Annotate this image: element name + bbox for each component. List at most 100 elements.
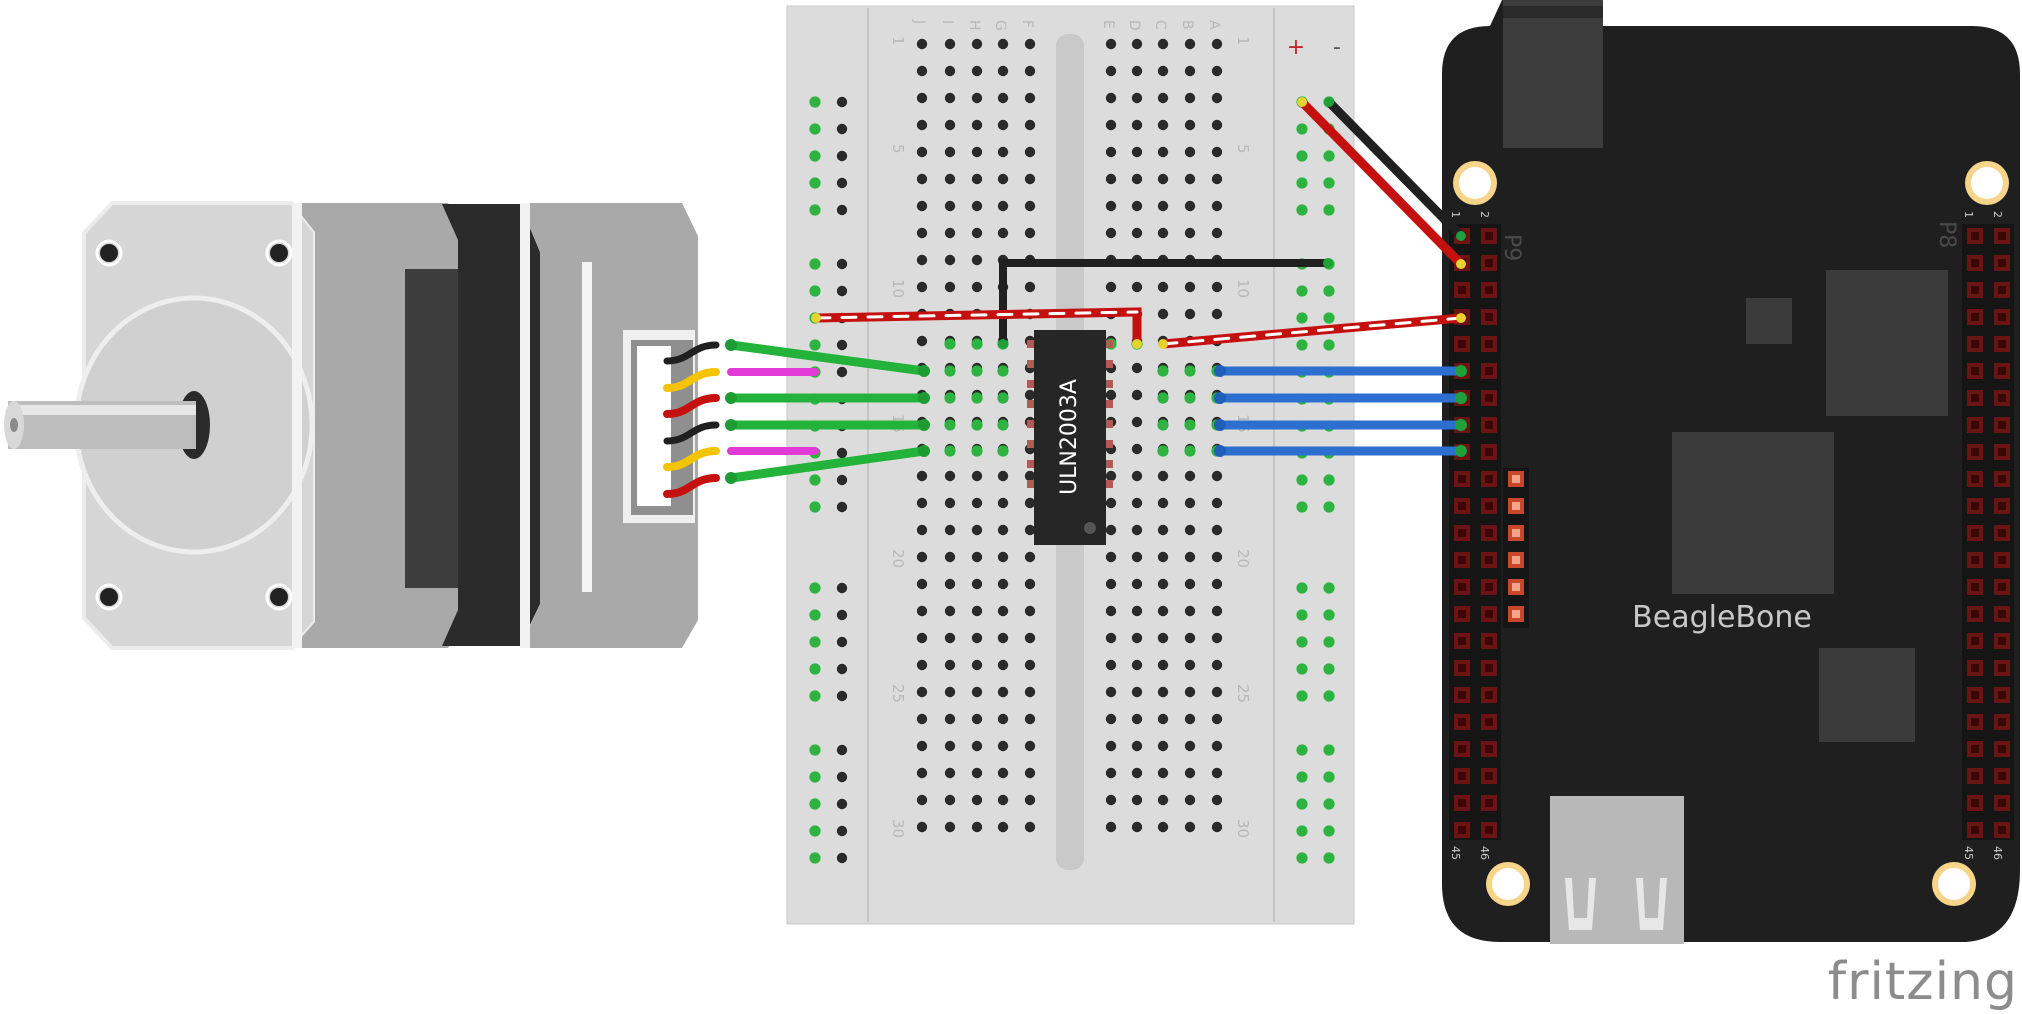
- breadboard-hole: [1157, 524, 1169, 536]
- row-number: 5: [889, 144, 907, 154]
- header-pin-socket: [1998, 421, 2006, 429]
- row-number: 10: [1234, 279, 1252, 298]
- breadboard-hole: [944, 686, 956, 698]
- breadboard-hole: [1184, 821, 1196, 833]
- breadboard-hole: [944, 92, 956, 104]
- breadboard-hole: [1131, 524, 1143, 536]
- header-pin-socket: [1971, 745, 1979, 753]
- row-number: 1: [1234, 36, 1252, 46]
- wires: [663, 97, 1467, 498]
- breadboard-hole: [1131, 794, 1143, 806]
- serial-header: [1503, 468, 1529, 628]
- header-pin-socket: [1458, 475, 1466, 483]
- header-pin-socket: [1458, 610, 1466, 618]
- header-pin-socket: [1485, 529, 1493, 537]
- breadboard-hole: [971, 713, 983, 725]
- breadboard-hole: [916, 146, 928, 158]
- connected-hole: [809, 690, 821, 702]
- connected-hole: [1323, 636, 1335, 648]
- header-pin-socket: [1485, 556, 1493, 564]
- breadboard-hole: [997, 740, 1009, 752]
- chip-leg: [1027, 400, 1037, 408]
- breadboard-hole: [1157, 227, 1169, 239]
- connected-hole: [1157, 365, 1169, 377]
- breadboard-hole: [1211, 578, 1223, 590]
- connected-hole: [1296, 204, 1308, 216]
- breadboard-hole: [1024, 146, 1036, 158]
- breadboard-hole: [1157, 578, 1169, 590]
- breadboard-hole: [997, 227, 1009, 239]
- breadboard-hole: [916, 551, 928, 563]
- connected-hole: [809, 96, 821, 108]
- breadboard-hole: [1131, 740, 1143, 752]
- connected-hole: [1296, 798, 1308, 810]
- header-pin-socket: [1458, 799, 1466, 807]
- breadboard-hole: [1157, 821, 1169, 833]
- header-pin-socket: [1971, 259, 1979, 267]
- breadboard-hole: [1184, 605, 1196, 617]
- breadboard-hole: [916, 497, 928, 509]
- ethernet-port: [1503, 0, 1603, 148]
- connected-hole: [1323, 798, 1335, 810]
- rail-hole: [836, 447, 848, 459]
- connected-hole: [1184, 445, 1196, 457]
- connected-hole: [809, 204, 821, 216]
- breadboard-hole: [1211, 794, 1223, 806]
- header-pin-socket: [1971, 448, 1979, 456]
- breadboard-hole: [1131, 146, 1143, 158]
- header-pin-socket: [1485, 772, 1493, 780]
- header-pin-socket: [1971, 556, 1979, 564]
- breadboard-hole: [1211, 524, 1223, 536]
- connected-hole: [809, 771, 821, 783]
- row-number: 1: [889, 36, 907, 46]
- rail-hole: [836, 798, 848, 810]
- breadboard-hole: [1105, 497, 1117, 509]
- breadboard-hole: [1184, 200, 1196, 212]
- breadboard-hole: [971, 65, 983, 77]
- breadboard-hole: [1211, 740, 1223, 752]
- chip-leg: [1027, 340, 1037, 348]
- connected-hole: [971, 338, 983, 350]
- breadboard-hole: [1024, 578, 1036, 590]
- connected-hole: [1296, 501, 1308, 513]
- breadboard-hole: [1184, 632, 1196, 644]
- breadboard-hole: [971, 38, 983, 50]
- breadboard-hole: [944, 578, 956, 590]
- breadboard-hole: [1211, 686, 1223, 698]
- breadboard-hole: [1024, 281, 1036, 293]
- breadboard-hole: [944, 713, 956, 725]
- breadboard-hole: [944, 146, 956, 158]
- column-letter: D: [1126, 20, 1142, 31]
- row-number: 5: [1234, 144, 1252, 154]
- serial-pin-center: [1512, 529, 1520, 537]
- connected-hole: [809, 258, 821, 270]
- header-pin-socket: [1458, 691, 1466, 699]
- breadboard-hole: [944, 470, 956, 482]
- header-pin-socket: [1971, 367, 1979, 375]
- breadboard-hole: [1105, 119, 1117, 131]
- breadboard-hole: [997, 551, 1009, 563]
- breadboard-hole: [971, 497, 983, 509]
- header-pin-socket: [1998, 502, 2006, 510]
- connected-hole: [1157, 445, 1169, 457]
- breadboard-hole: [1131, 362, 1143, 374]
- connected-hole: [1323, 150, 1335, 162]
- breadboard-hole: [916, 767, 928, 779]
- breadboard-hole: [916, 227, 928, 239]
- rail-minus-label: -: [1333, 35, 1341, 60]
- header-pin-socket: [1971, 772, 1979, 780]
- rail-hole: [836, 96, 848, 108]
- row-number: 30: [889, 819, 907, 838]
- breadboard-hole: [916, 605, 928, 617]
- breadboard-hole: [916, 578, 928, 590]
- header-pin-socket: [1458, 745, 1466, 753]
- connected-hole: [1296, 609, 1308, 621]
- breadboard-hole: [1024, 173, 1036, 185]
- breadboard-hole: [1105, 713, 1117, 725]
- connected-hole: [1184, 392, 1196, 404]
- breadboard-hole: [971, 551, 983, 563]
- connected-hole: [944, 392, 956, 404]
- breadboard-hole: [1184, 119, 1196, 131]
- breadboard-hole: [971, 821, 983, 833]
- connected-hole: [809, 744, 821, 756]
